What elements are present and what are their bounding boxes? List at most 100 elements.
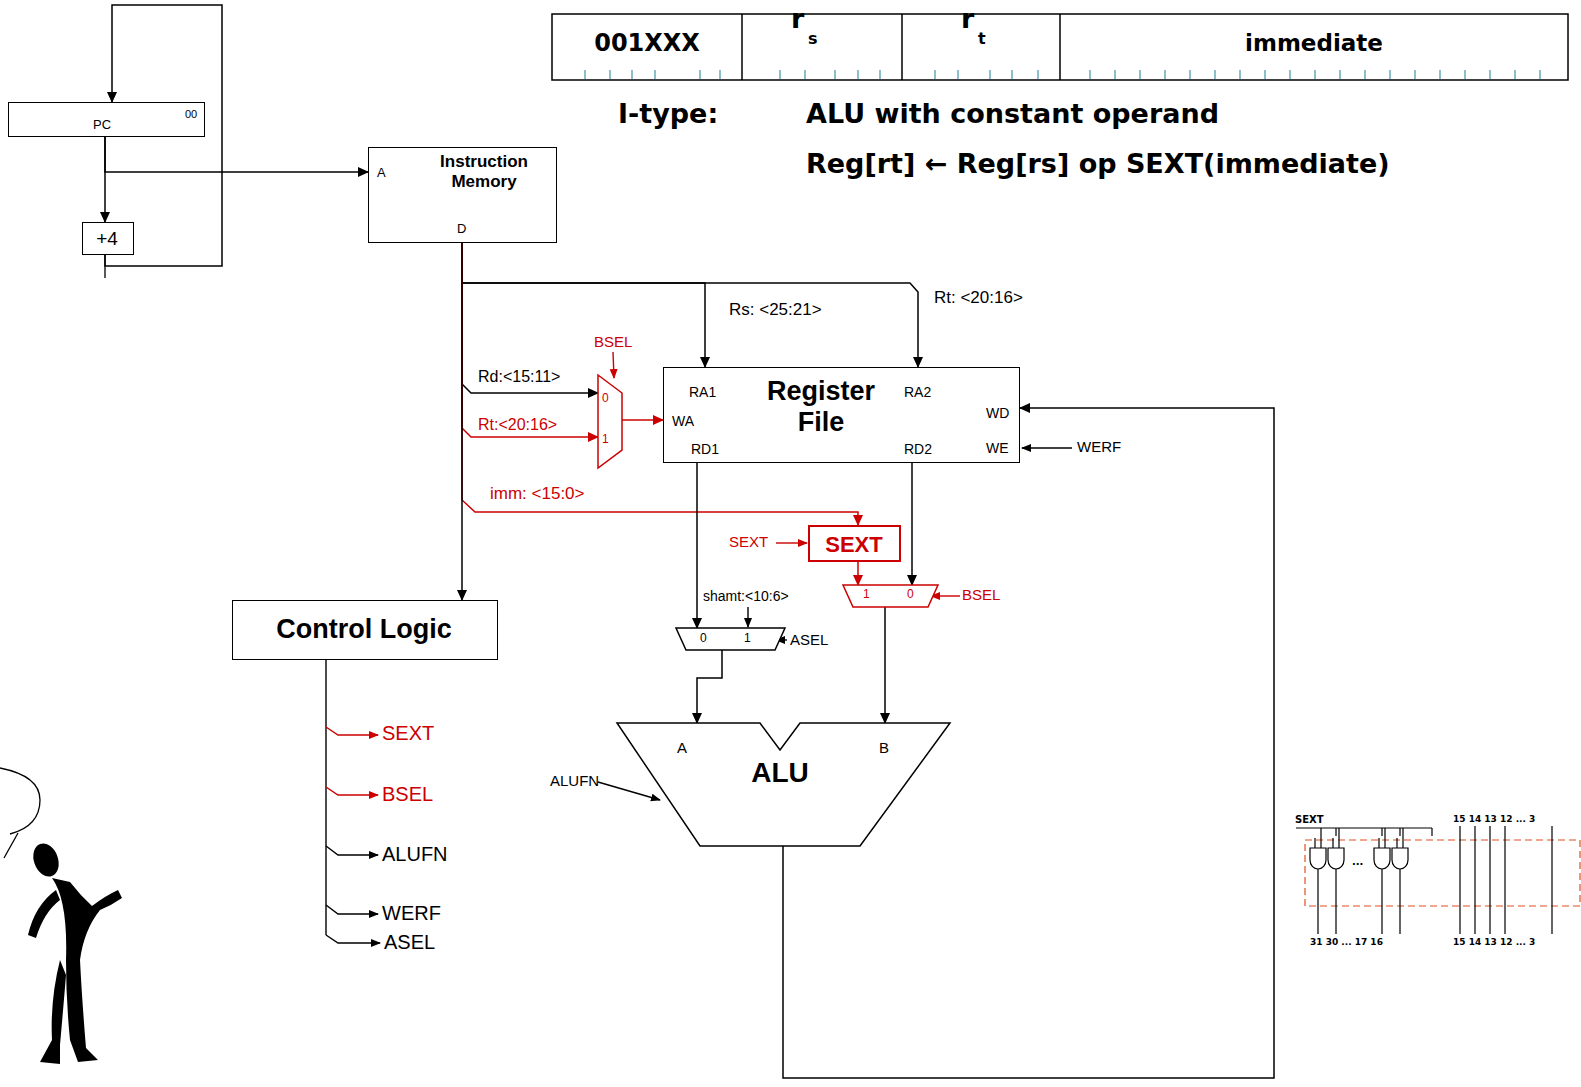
format-title: I-type: <box>618 98 718 129</box>
drawing-stroke <box>1364 70 1366 79</box>
drawing-stroke <box>934 70 936 79</box>
drawing-stroke <box>1059 14 1061 80</box>
wire-connector <box>462 243 918 367</box>
pin-numbers: 31 30 ... 17 16 <box>1310 937 1383 947</box>
wire-connector <box>857 562 859 585</box>
text-label: Register File <box>746 376 896 438</box>
text-label: 1 <box>602 433 609 447</box>
drawing-stroke <box>1022 447 1072 448</box>
text-label: 00 <box>185 108 197 121</box>
sext-gate-detail <box>1296 826 1580 934</box>
drawing-stroke <box>776 542 807 543</box>
drawing-stroke <box>1314 70 1316 79</box>
drawing-stroke <box>29 840 63 880</box>
shape-outline <box>676 628 785 650</box>
field-subscript: s <box>808 30 818 48</box>
drawing-stroke <box>699 70 701 79</box>
text-label: RA1 <box>689 384 716 400</box>
bus-label: imm: <15:0> <box>488 484 587 504</box>
drawing-stroke <box>931 595 960 596</box>
wire-connector <box>105 137 368 172</box>
drawing-stroke <box>1305 840 1580 906</box>
signal-name: ALUFN <box>550 772 599 789</box>
text-label: 1 <box>863 588 870 602</box>
wire-connector <box>911 463 913 585</box>
drawing-stroke <box>4 833 18 858</box>
drawing-stroke <box>1489 70 1491 79</box>
shape-outline <box>617 723 950 846</box>
signal-name: shamt:<10:6> <box>703 588 789 604</box>
wire-connector <box>462 243 598 393</box>
drawing-stroke <box>1310 848 1326 869</box>
register-file: RA1Register FileRA2WAWDRD1RD2WE <box>663 367 1020 463</box>
shape-outline <box>598 375 622 468</box>
drawing-stroke <box>609 70 611 79</box>
drawing-stroke <box>613 352 614 378</box>
drawing-stroke <box>1089 70 1091 79</box>
text-label: A <box>377 166 386 181</box>
bus-label: Rt:<20:16> <box>476 416 559 434</box>
drawing-stroke <box>779 70 781 79</box>
text-label: 0 <box>700 632 707 646</box>
drawing-stroke <box>1397 828 1403 934</box>
drawing-stroke <box>804 70 806 79</box>
text-label: RA2 <box>904 384 931 400</box>
signal-name: WERF <box>382 902 441 925</box>
drawing-stroke <box>1114 70 1116 79</box>
signal-name: BSEL <box>594 333 632 350</box>
field-name: r <box>961 3 974 34</box>
text-label: B <box>879 739 889 756</box>
pin-numbers: 15 14 13 12 ... 3 <box>1453 814 1535 824</box>
wire-connector <box>696 463 698 628</box>
drawing-stroke <box>1335 828 1336 836</box>
shape-outline <box>843 585 938 607</box>
drawing-stroke <box>326 787 378 795</box>
text-label: 1 <box>744 632 751 646</box>
drawing-stroke <box>1381 828 1382 836</box>
drawing-stroke <box>326 727 378 735</box>
drawing-stroke <box>1264 70 1266 79</box>
signal-name: BSEL <box>382 783 433 806</box>
mux-shape: 10 <box>843 585 938 607</box>
drawing-stroke <box>1239 70 1241 79</box>
mux-shape: 01 <box>676 628 785 650</box>
drawing-stroke <box>957 70 959 79</box>
wire-connector <box>622 419 663 421</box>
instruction-format <box>552 14 1568 80</box>
format-note: Reg[rt] ← Reg[rs] op SEXT(immediate) <box>806 148 1390 179</box>
text-label: A <box>677 739 687 756</box>
format-note: ALU with constant operand <box>806 98 1219 129</box>
drawing-stroke <box>1011 70 1013 79</box>
drawing-stroke <box>834 70 836 79</box>
drawing-stroke <box>741 14 743 80</box>
drawing-stroke <box>989 70 991 79</box>
drawing-stroke <box>1431 828 1432 836</box>
drawing-stroke <box>28 890 60 938</box>
text-label: WE <box>986 440 1009 456</box>
pin-numbers: 15 14 13 12 ... 3 <box>1453 937 1535 947</box>
drawing-stroke <box>1504 826 1505 934</box>
drawing-stroke <box>1474 826 1475 934</box>
pc-register: PC00 <box>8 102 205 137</box>
drawing-stroke <box>747 607 748 627</box>
pc-detail <box>9 102 675 458</box>
drawing-stroke <box>719 70 721 79</box>
drawing-stroke <box>879 70 881 79</box>
signal-name: SEXT <box>1295 814 1324 826</box>
ellipsis: ... <box>1352 856 1363 868</box>
drawing-stroke <box>857 70 859 79</box>
drawing-stroke <box>1333 828 1339 934</box>
drawing-stroke <box>654 70 656 79</box>
drawing-stroke <box>1296 827 1432 828</box>
bit-ticks <box>585 70 1540 79</box>
bus-label: Rs: <25:21> <box>727 300 824 320</box>
drawing-stroke <box>1464 70 1466 79</box>
text-label: WD <box>986 405 1009 421</box>
signal-name: WERF <box>1077 438 1121 455</box>
drawing-stroke <box>1459 826 1460 934</box>
drawing-stroke <box>1514 70 1516 79</box>
text-label: 0 <box>907 588 914 602</box>
field-name: immediate <box>1060 30 1568 56</box>
stick-figure <box>0 768 122 1064</box>
